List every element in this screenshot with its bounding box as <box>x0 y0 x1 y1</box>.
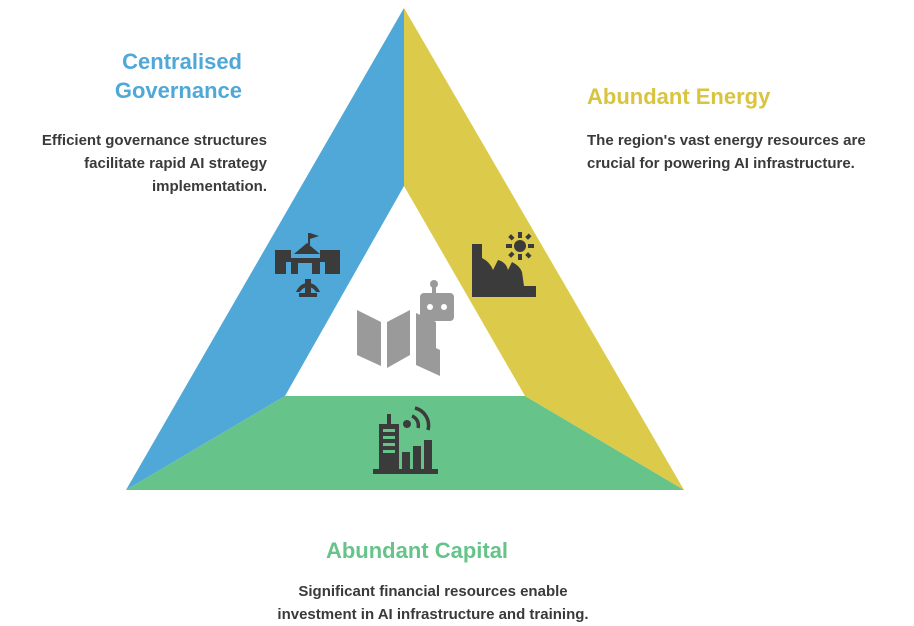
capital-description: Significant financial resources enable i… <box>200 580 666 626</box>
capital-description-line: investment in AI infrastructure and trai… <box>277 606 589 623</box>
governance-description-line: facilitate rapid AI strategy <box>84 155 267 172</box>
energy-segment <box>404 8 684 490</box>
governance-title-line: Governance <box>114 78 242 103</box>
energy-description-line: The region's vast energy resources are <box>587 132 866 149</box>
governance-title-line: Centralised <box>122 49 242 74</box>
financial-building-signal-icon <box>373 406 438 474</box>
governance-description-line: Efficient governance structures <box>41 132 267 149</box>
governance-title: Centralised Governance <box>60 47 242 105</box>
energy-description-line: crucial for powering AI infrastructure. <box>587 155 855 172</box>
energy-title: Abundant Energy <box>587 84 771 109</box>
capital-title: Abundant Capital <box>325 538 509 563</box>
energy-description: The region's vast energy resources are c… <box>587 129 914 175</box>
capital-segment <box>126 396 684 490</box>
governance-segment <box>126 8 404 490</box>
capital-description-line: Significant financial resources enable <box>298 583 568 600</box>
map-robot-icon <box>357 280 454 376</box>
governance-description-line: implementation. <box>151 178 267 195</box>
governance-description: Efficient governance structures facilita… <box>0 129 267 198</box>
power-plant-sun-icon <box>472 232 536 297</box>
government-building-icon <box>275 233 340 297</box>
